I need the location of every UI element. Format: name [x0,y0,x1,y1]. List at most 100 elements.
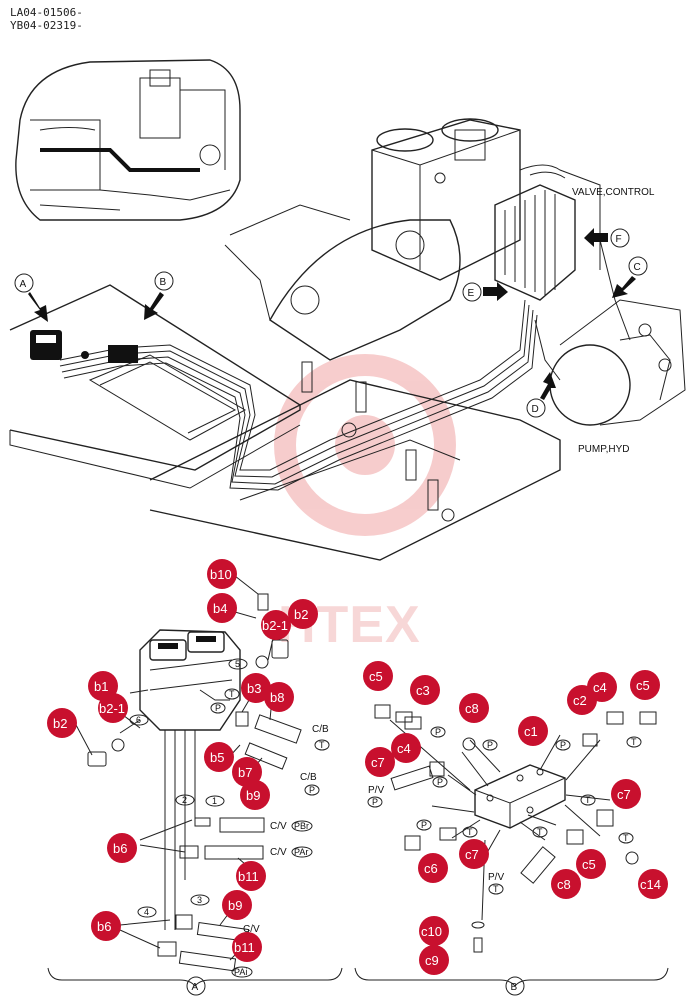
port-tag: P [367,796,383,808]
svg-text:b11: b11 [238,869,259,884]
port-tag: P [304,784,320,796]
callout-badge[interactable]: b7 [232,757,262,787]
callout-badge[interactable]: b11 [236,861,266,891]
port-tag: T [462,826,478,838]
hose-tag: 5 [228,658,248,670]
part-ref-code-2: YB04-02319- [10,19,83,32]
svg-text:c8: c8 [465,701,479,716]
callout-badge[interactable]: c7 [365,747,395,777]
svg-text:T: T [537,827,543,837]
port-tag: PBr [291,820,313,832]
callout-badge[interactable]: c8 [551,869,581,899]
callout-badge[interactable]: b9 [222,890,252,920]
hose-tag: 4 [137,906,157,918]
svg-text:E: E [468,288,475,299]
arrow-icon [584,228,608,247]
svg-text:P: P [487,740,493,750]
port-tag: P [430,726,446,738]
svg-text:b6: b6 [97,919,111,934]
callout-badge[interactable]: b11 [232,932,262,962]
view-marker-b: B [144,271,174,320]
watermark-gear-icon [274,354,456,536]
pv-label: P/V [488,872,504,883]
callout-badge[interactable]: c1 [518,716,548,746]
svg-text:c7: c7 [371,755,385,770]
svg-text:2: 2 [182,795,187,805]
svg-text:b2: b2 [53,716,67,731]
svg-text:P: P [215,703,221,713]
callout-badge[interactable]: b6 [91,911,121,941]
cb-label: C/B [300,772,317,783]
callout-badge[interactable]: b2-1 [98,693,128,723]
callout-badge[interactable]: c5 [630,670,660,700]
svg-text:c7: c7 [617,787,631,802]
callout-badge[interactable]: b2 [47,708,77,738]
callout-badge[interactable]: c8 [459,693,489,723]
callout-badge[interactable]: b4 [207,593,237,623]
part-ref-code-1: LA04-01506- [10,6,83,19]
valve-control-label: VALVE,CONTROL [572,187,655,198]
svg-text:c10: c10 [421,924,442,939]
svg-text:P: P [435,727,441,737]
callout-badge[interactable]: b8 [264,682,294,712]
callout-badge[interactable]: b9 [240,780,270,810]
callout-badge[interactable]: c10 [419,916,449,946]
callout-badge[interactable]: b2-1 [261,610,291,640]
callout-badge[interactable]: b6 [107,833,137,863]
svg-text:P: P [421,820,427,830]
svg-text:c5: c5 [369,669,383,684]
svg-text:T: T [467,827,473,837]
pv-label: P/V [368,785,384,796]
callout-badge[interactable]: c5 [576,849,606,879]
svg-text:T: T [319,740,325,750]
port-tag: P [416,819,432,831]
port-tags: P T T P PBr PAr PAi P P P T P P T P T T … [210,688,642,978]
port-tag: P [482,739,498,751]
port-tag: T [626,736,642,748]
hose-tag: 3 [190,894,210,906]
port-tag: T [314,739,330,751]
svg-text:b2: b2 [294,607,308,622]
port-tag: P [210,702,226,714]
port-tag: PAr [291,846,313,858]
port-tag: PAi [231,966,253,978]
callout-badge[interactable]: c4 [391,733,421,763]
svg-text:T: T [493,884,499,894]
cv-label: C/V [270,847,287,858]
svg-text:P: P [560,740,566,750]
svg-text:B: B [160,277,167,288]
callout-badge[interactable]: c5 [363,661,393,691]
detail-a-drawing [74,575,302,972]
callout-badge[interactable]: c4 [587,672,617,702]
callout-badge[interactable]: c14 [638,869,668,899]
cb-label: C/B [312,724,329,735]
svg-text:PAr: PAr [294,847,308,857]
svg-text:T: T [585,795,591,805]
callout-badge[interactable]: c6 [418,853,448,883]
callout-badge[interactable]: c3 [410,675,440,705]
port-tag: T [618,832,634,844]
arrow-icon [144,292,164,320]
svg-text:T: T [631,737,637,747]
callout-badge[interactable]: b3 [241,673,271,703]
svg-text:PBr: PBr [294,821,309,831]
detail-b-drawing [374,704,657,953]
callout-badge[interactable]: b2 [288,599,318,629]
frame-assembly [9,118,686,561]
svg-text:6: 6 [136,715,141,725]
cv-label: C/V [270,821,287,832]
callout-badge[interactable]: c7 [611,779,641,809]
callout-badge[interactable]: b5 [204,742,234,772]
callouts-b: c5 c3 c8 c1 c2 c4 c5 c7 c4 c7 c6 c7 c5 c… [363,661,668,975]
port-tag: T [224,688,240,700]
callout-badge[interactable]: c9 [419,945,449,975]
svg-text:F: F [616,234,622,245]
callout-badge[interactable]: c7 [459,839,489,869]
arrow-icon [28,292,48,322]
callout-badge[interactable]: b10 [207,559,237,589]
svg-text:1: 1 [212,796,217,806]
svg-text:b6: b6 [113,841,127,856]
svg-text:b8: b8 [270,690,284,705]
view-marker-d: D [526,372,556,418]
